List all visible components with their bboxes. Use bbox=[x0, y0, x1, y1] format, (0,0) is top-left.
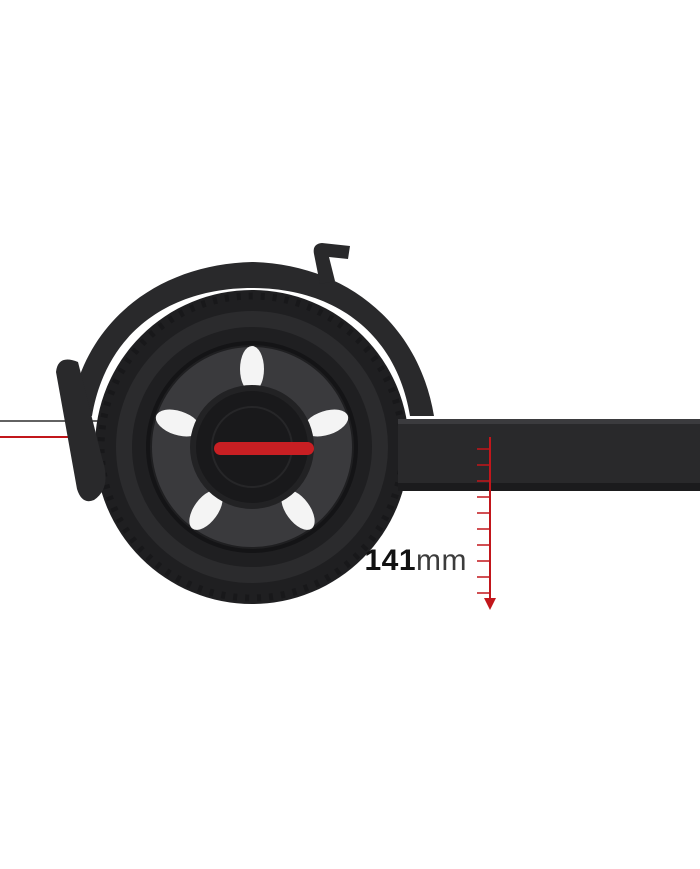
rear-fender bbox=[70, 262, 434, 416]
tire-rim-groove bbox=[146, 341, 358, 553]
measurement-unit: mm bbox=[416, 544, 467, 577]
hub-reflector bbox=[214, 442, 314, 455]
deck-bottom-edge bbox=[398, 483, 700, 491]
ground-clearance-label: 141mm bbox=[355, 545, 467, 577]
deck-body bbox=[398, 419, 700, 491]
ruler-arrow-down-icon bbox=[484, 598, 496, 610]
ruler-ticks bbox=[477, 448, 490, 594]
tire-sidewall-highlight bbox=[116, 311, 388, 583]
clearance-ruler bbox=[477, 437, 496, 610]
spoke-cutout bbox=[240, 346, 264, 392]
rear-mudflap bbox=[56, 359, 106, 502]
deck-top-edge bbox=[398, 419, 700, 424]
fender-hook bbox=[313, 243, 350, 284]
spoke-cutout bbox=[155, 409, 201, 437]
deck bbox=[398, 419, 700, 491]
spoke-cutout bbox=[281, 490, 315, 530]
spoke-cutout bbox=[303, 409, 349, 437]
measurement-value: 141 bbox=[364, 544, 417, 577]
spoke-cutout bbox=[189, 490, 223, 530]
